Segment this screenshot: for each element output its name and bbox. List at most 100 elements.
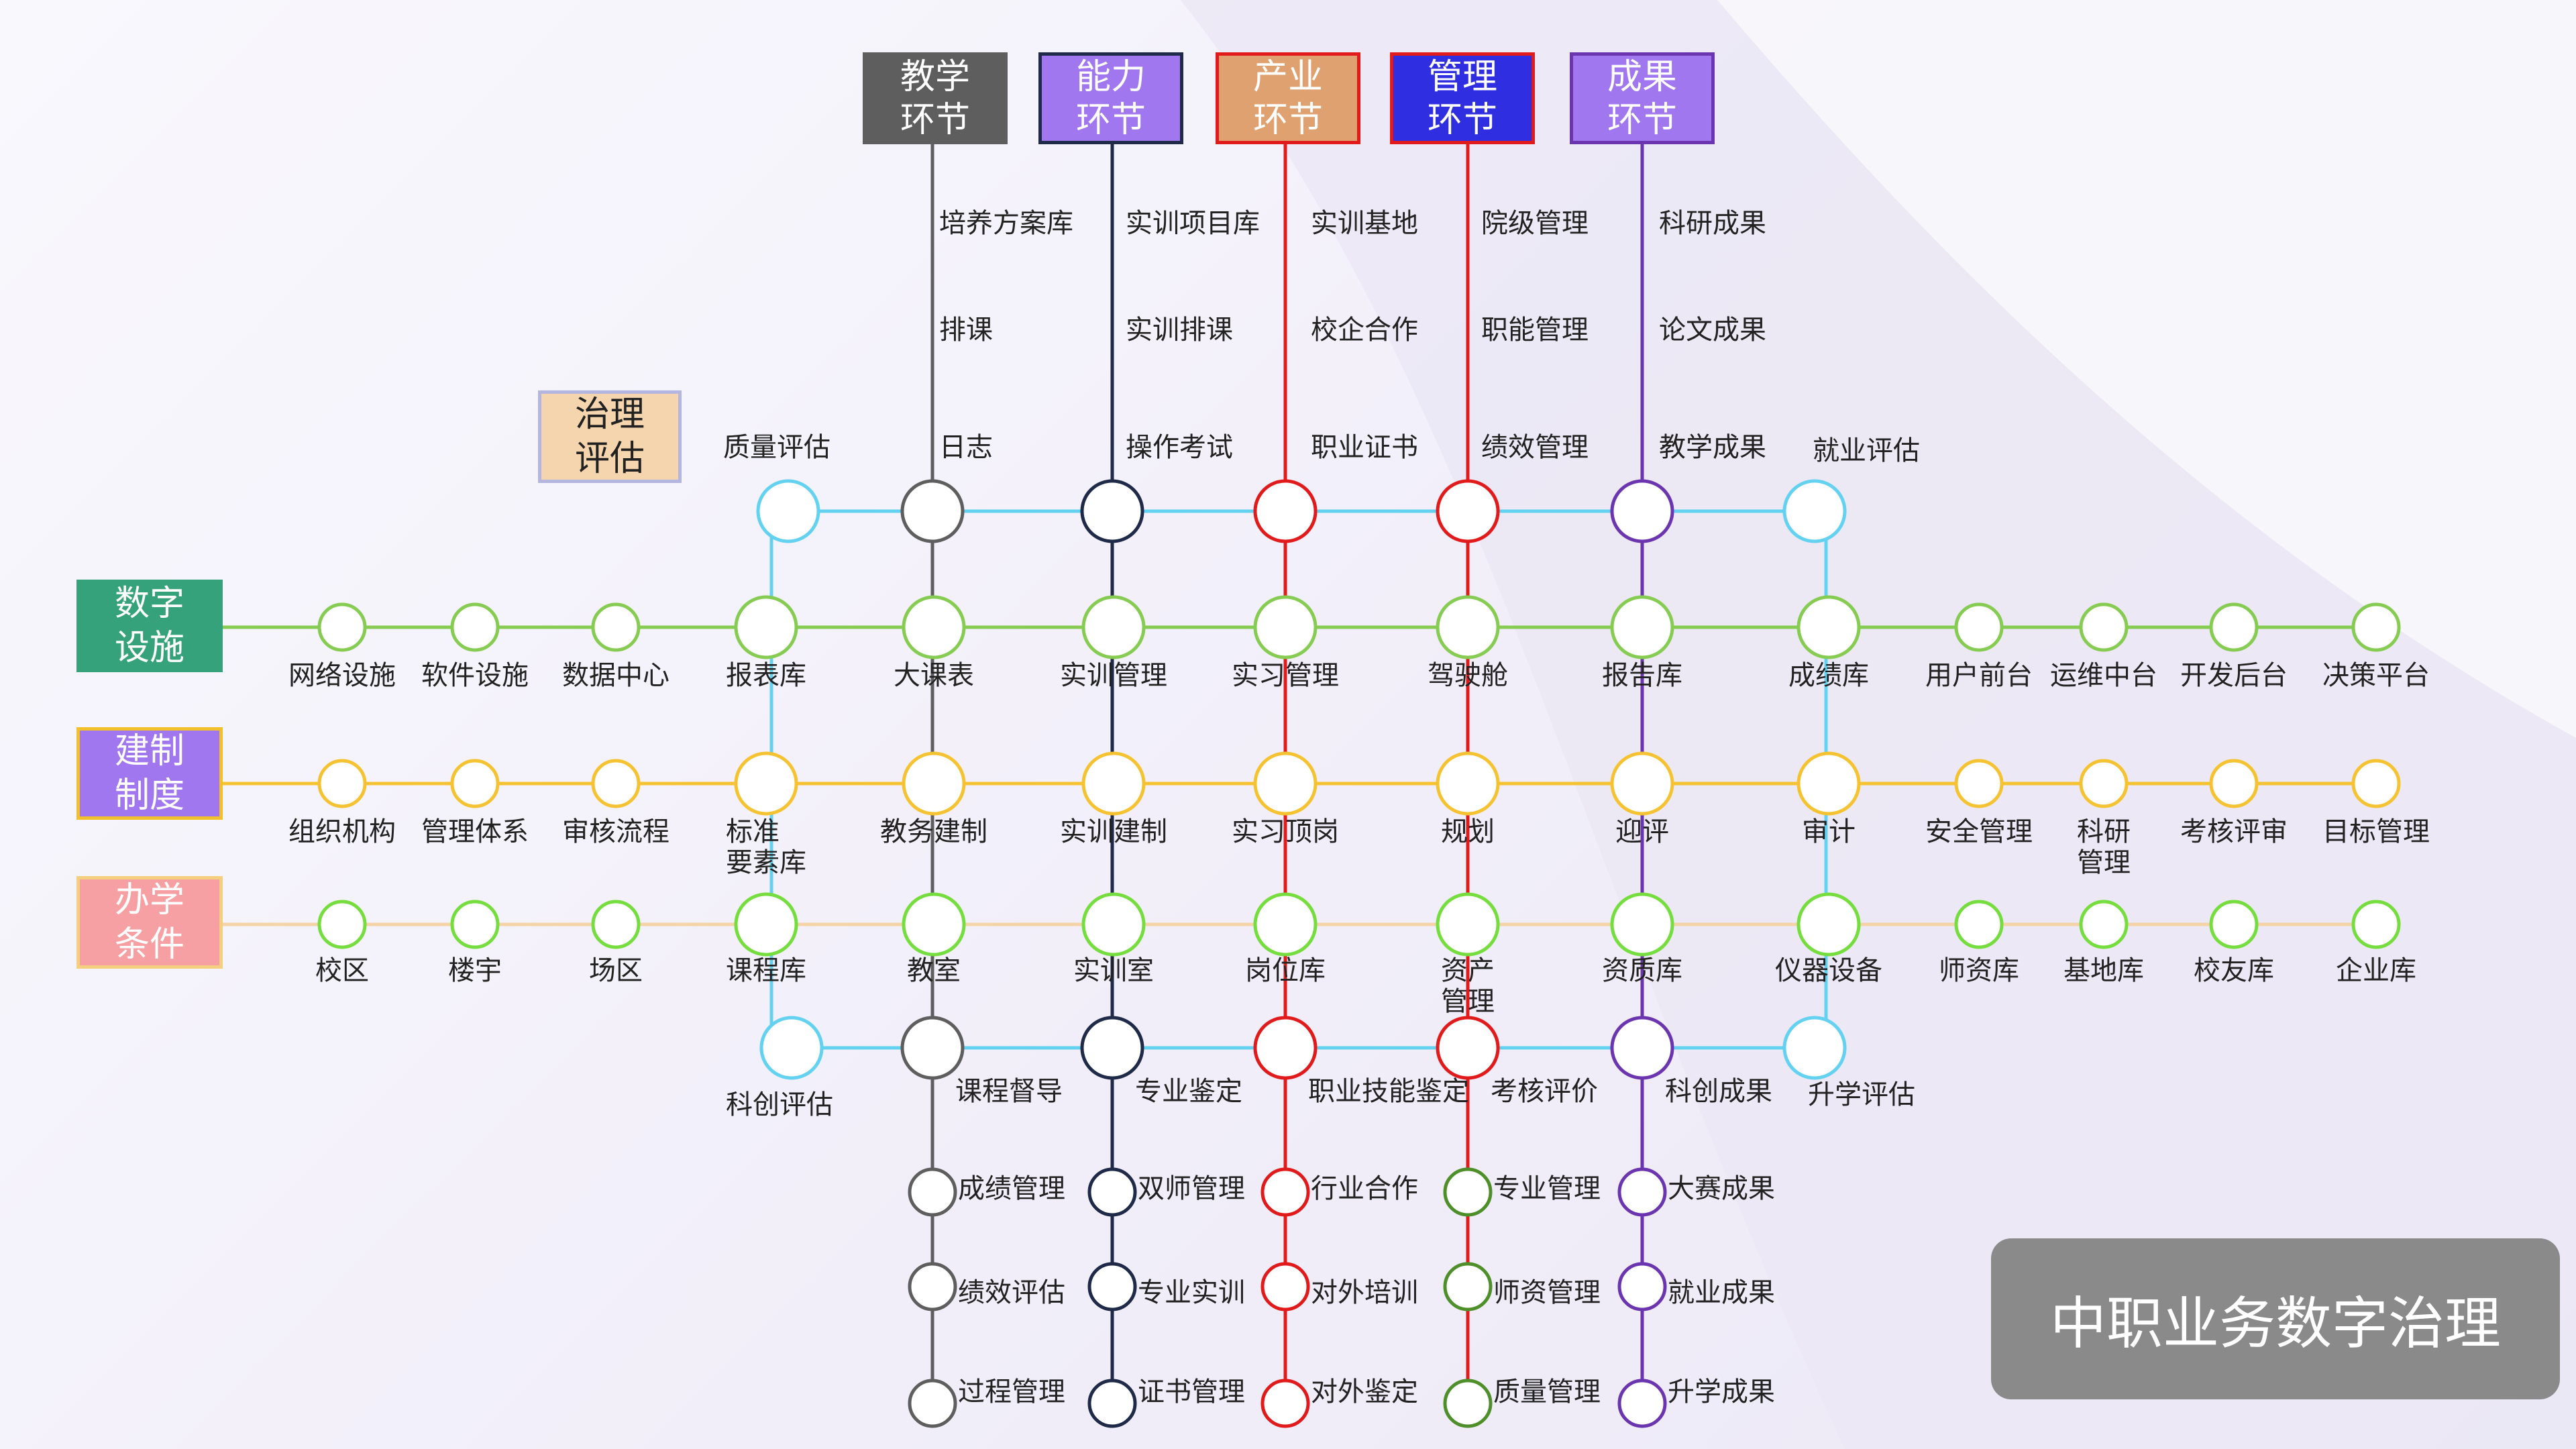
row-system-label-11-line2: 管理 [2077, 847, 2131, 878]
row-digital-node-4 [902, 595, 966, 659]
column-management-sub-node-3 [1443, 1379, 1493, 1428]
column-teaching-sub-node-3 [908, 1379, 957, 1428]
row-condition-label-7-line2: 管理 [1441, 986, 1495, 1017]
column-results-sub-node-1 [1617, 1167, 1667, 1217]
column-industry-top-label-0: 实训基地 [1311, 208, 1418, 239]
category-condition-line2: 条件 [114, 924, 184, 965]
row-digital-node-12 [2209, 602, 2259, 652]
row-condition-label-12: 校友库 [2194, 955, 2274, 986]
column-industry-bottom-label-1: 行业合作 [1311, 1173, 1418, 1204]
row-condition-node-1 [450, 900, 500, 949]
column-industry-sub-node-3 [1260, 1379, 1310, 1428]
header-results: 成果 环节 [1570, 52, 1715, 144]
row-digital-node-7 [1436, 595, 1500, 659]
category-system-line2: 制度 [114, 775, 184, 816]
row-digital-label-5: 实训管理 [1060, 660, 1167, 691]
row-digital-node-6 [1253, 595, 1318, 659]
row-system-node-10 [1954, 759, 2004, 808]
column-management-top-label-0: 院级管理 [1481, 208, 1589, 239]
row-system-node-3 [734, 751, 798, 816]
row-digital-node-5 [1081, 595, 1146, 659]
row-digital-label-9: 成绩库 [1788, 660, 1869, 691]
row-digital-node-9 [1796, 595, 1861, 659]
governance-line2: 评估 [574, 439, 645, 479]
header-teaching: 教学 环节 [863, 52, 1008, 144]
header-industry-line1: 产业 [1252, 56, 1323, 97]
row-digital-node-3 [734, 595, 798, 659]
row-condition-node-2 [591, 900, 641, 949]
row-system-label-10: 安全管理 [1925, 816, 2033, 847]
row-condition-node-10 [1954, 900, 2004, 949]
row-system-label-5: 实训建制 [1060, 816, 1167, 847]
column-results-bottom-label-2: 就业成果 [1668, 1277, 1775, 1308]
column-ability-top-label-2: 操作考试 [1126, 432, 1233, 463]
column-results-bottom-label-0: 科创成果 [1665, 1076, 1772, 1107]
junction-bottom-results [1610, 1016, 1674, 1080]
row-condition-label-0: 校区 [315, 955, 369, 986]
row-system-node-13 [2351, 759, 2401, 808]
loop-node-bottom_right [1782, 1016, 1847, 1080]
loop-label-bottom_left: 科创评估 [726, 1089, 833, 1120]
column-results-sub-node-2 [1617, 1262, 1667, 1311]
row-condition-node-9 [1796, 892, 1861, 957]
row-digital-node-13 [2351, 602, 2401, 652]
row-system-label-2: 审核流程 [562, 816, 669, 847]
row-digital-label-8: 报告库 [1602, 660, 1682, 691]
row-system-label-1: 管理体系 [421, 816, 529, 847]
category-digital-line2: 设施 [114, 628, 184, 668]
column-ability-top-label-1: 实训排课 [1126, 315, 1233, 345]
row-digital-label-2: 数据中心 [562, 660, 669, 691]
row-system-label-6: 实习顶岗 [1232, 816, 1339, 847]
row-system-label-9: 审计 [1802, 816, 1856, 847]
junction-bottom-ability [1080, 1016, 1144, 1080]
row-condition-label-9: 仪器设备 [1775, 955, 1882, 986]
category-system: 建制 制度 [76, 727, 223, 820]
row-digital-label-10: 用户前台 [1925, 660, 2033, 691]
column-management-top-label-2: 绩效管理 [1481, 432, 1589, 463]
junction-bottom-management [1436, 1016, 1500, 1080]
column-ability-bottom-label-1: 双师管理 [1138, 1173, 1245, 1204]
row-condition-label-10: 师资库 [1939, 955, 2019, 986]
column-teaching-top-label-1: 排课 [939, 315, 993, 345]
row-system-label-8: 迎评 [1615, 816, 1669, 847]
junction-top-teaching [900, 479, 965, 543]
category-system-line1: 建制 [114, 731, 184, 771]
row-system-node-2 [591, 759, 641, 808]
category-digital: 数字 设施 [76, 580, 223, 672]
column-teaching-top-label-2: 日志 [939, 432, 993, 463]
row-system-node-8 [1610, 751, 1674, 816]
category-condition: 办学 条件 [76, 876, 223, 969]
column-teaching-bottom-label-3: 过程管理 [958, 1377, 1065, 1407]
row-digital-node-10 [1954, 602, 2004, 652]
column-ability-sub-node-3 [1087, 1379, 1137, 1428]
row-digital-label-1: 软件设施 [421, 660, 529, 691]
column-teaching-top-label-0: 培养方案库 [939, 208, 1073, 239]
column-industry-bottom-label-0: 职业技能鉴定 [1308, 1076, 1469, 1107]
row-digital-label-0: 网络设施 [288, 660, 396, 691]
column-results-bottom-label-3: 升学成果 [1668, 1377, 1775, 1407]
row-condition-label-1: 楼宇 [448, 955, 502, 986]
row-system-label-11-line1: 科研 [2077, 816, 2131, 847]
row-condition-node-13 [2351, 900, 2401, 949]
header-teaching-line1: 教学 [900, 56, 970, 97]
row-condition-label-11: 基地库 [2063, 955, 2144, 986]
column-results-top-label-1: 论文成果 [1659, 315, 1766, 345]
column-ability-top-label-0: 实训项目库 [1126, 208, 1260, 239]
column-teaching-bottom-label-2: 绩效评估 [958, 1277, 1065, 1308]
column-ability-bottom-label-0: 专业鉴定 [1135, 1076, 1242, 1107]
column-results-sub-node-3 [1617, 1379, 1667, 1428]
loop-node-bottom_left [759, 1016, 824, 1080]
header-results-line2: 环节 [1607, 99, 1677, 140]
junction-top-management [1436, 479, 1500, 543]
row-condition-node-3 [734, 892, 798, 957]
column-industry-bottom-label-3: 对外鉴定 [1311, 1377, 1418, 1407]
junction-top-industry [1253, 479, 1318, 543]
row-digital-node-2 [591, 602, 641, 652]
row-digital-label-11: 运维中台 [2050, 660, 2157, 691]
column-industry-top-label-2: 职业证书 [1311, 432, 1418, 463]
row-system-node-0 [317, 759, 367, 808]
row-system-label-3-line2: 要素库 [726, 847, 806, 878]
category-condition-line1: 办学 [114, 880, 184, 920]
column-results-bottom-label-1: 大赛成果 [1668, 1173, 1775, 1204]
